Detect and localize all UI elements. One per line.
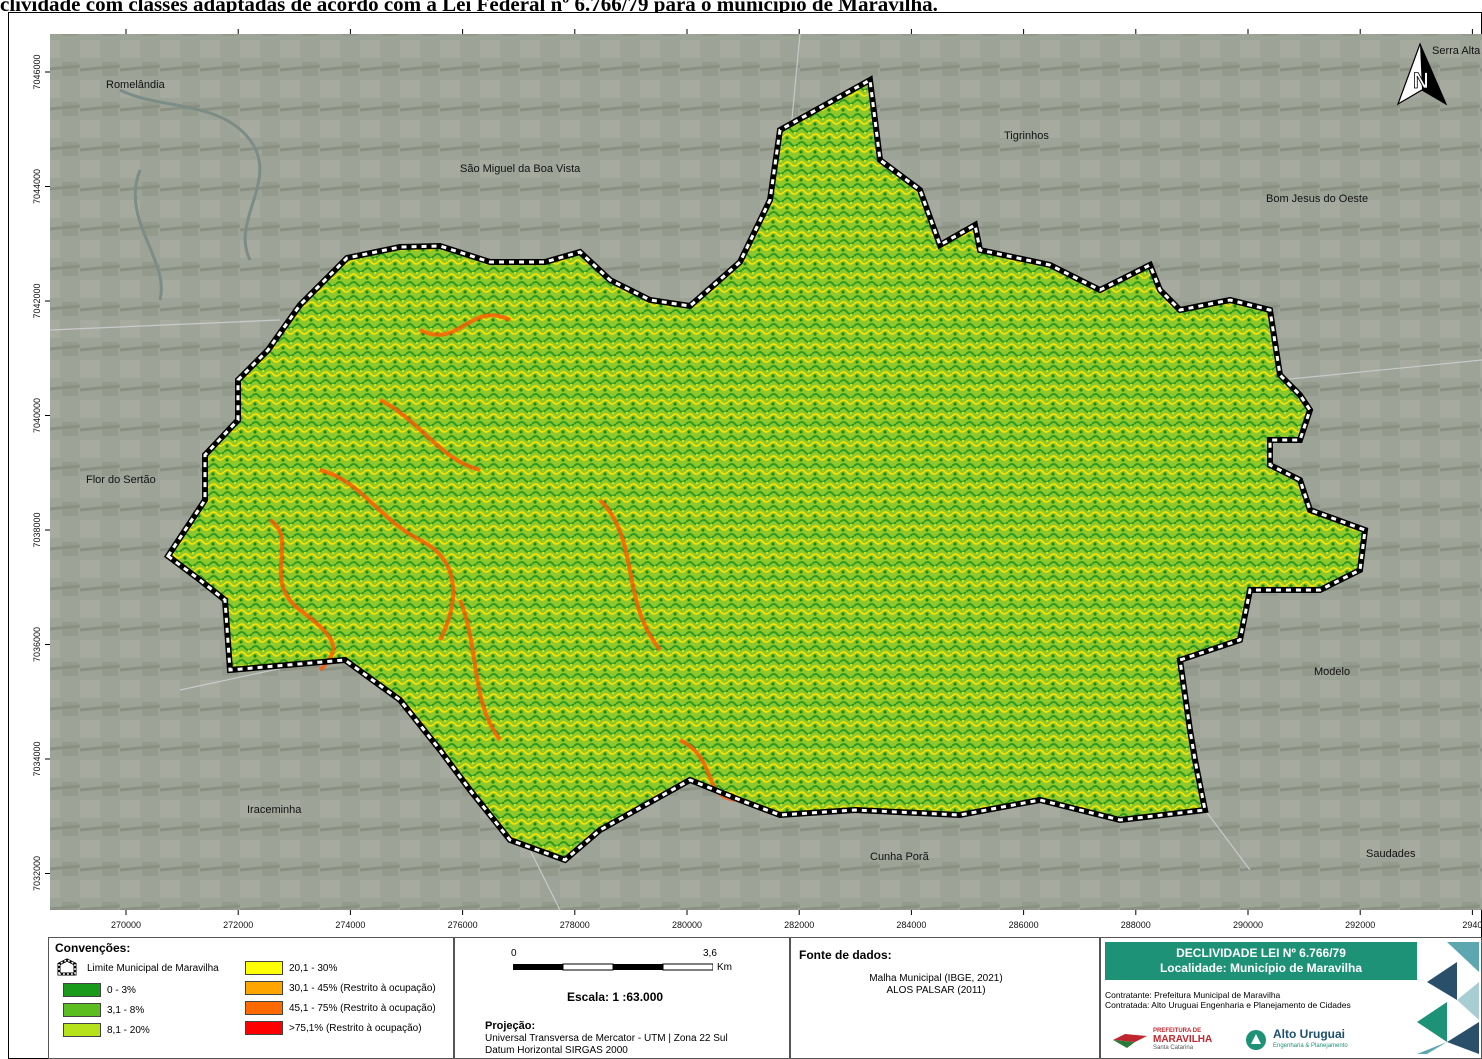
y-tick-label: 7036000 bbox=[32, 627, 42, 662]
x-tick-label: 292000 bbox=[1345, 920, 1375, 930]
datum-line: Datum Horizontal SIRGAS 2000 bbox=[485, 1045, 628, 1056]
x-tick-label: 276000 bbox=[448, 920, 478, 930]
prefeitura-flag-icon bbox=[1113, 1034, 1147, 1048]
y-tick-label: 7046000 bbox=[32, 54, 42, 89]
label-cunha-pora: Cunha Porã bbox=[870, 851, 930, 863]
legend-item: 20,1 - 30% bbox=[245, 961, 337, 975]
legend-swatch bbox=[63, 1023, 101, 1037]
map-title: DECLIVIDADE LEI Nº 6.766/79 bbox=[1176, 946, 1346, 960]
municipal-borders bbox=[49, 33, 1482, 911]
x-tick-label: 290000 bbox=[1233, 920, 1263, 930]
north-arrow-icon: N bbox=[1396, 42, 1448, 106]
y-tick-label: 7032000 bbox=[32, 856, 42, 891]
legend-limit-label: Limite Municipal de Maravilha bbox=[87, 962, 219, 974]
legend-title: Convenções: bbox=[55, 941, 131, 955]
scale-unit: Km bbox=[717, 962, 732, 973]
x-tick-label: 282000 bbox=[784, 920, 814, 930]
steep-slopes bbox=[268, 313, 741, 802]
scale-bar bbox=[513, 963, 713, 971]
label-iraceminha: Iraceminha bbox=[247, 804, 302, 816]
legend-swatch bbox=[245, 961, 283, 975]
x-tick-label: 284000 bbox=[896, 920, 926, 930]
contratante-line: Contratante: Prefeitura Municipal de Mar… bbox=[1105, 990, 1281, 1000]
legend-item: 3,1 - 8% bbox=[63, 1003, 144, 1017]
svg-text:N: N bbox=[1413, 68, 1429, 93]
legend-limit-item: Limite Municipal de Maravilha bbox=[55, 958, 219, 978]
x-tick-label: 286000 bbox=[1009, 920, 1039, 930]
boundary-symbol-icon bbox=[57, 958, 77, 976]
alto-uruguai-icon bbox=[1246, 1030, 1266, 1050]
x-axis-ticks: 270000 272000 274000 276000 278000 280000 2820… bbox=[111, 29, 1482, 930]
x-tick-label: 2940 bbox=[1462, 920, 1482, 930]
legend-label: 8,1 - 20% bbox=[107, 1024, 150, 1036]
projection-title: Projeção: bbox=[485, 1020, 536, 1032]
triangle-pattern-icon bbox=[1417, 942, 1479, 1054]
legend-label: 0 - 3% bbox=[107, 984, 136, 996]
title-block: DECLIVIDADE LEI Nº 6.766/79 Localidade: … bbox=[1100, 937, 1482, 1059]
legend-swatch bbox=[63, 983, 101, 997]
x-tick-label: 278000 bbox=[560, 920, 590, 930]
y-tick-label: 7042000 bbox=[32, 283, 42, 318]
legend-swatch bbox=[245, 1021, 283, 1035]
label-saudades: Saudades bbox=[1366, 848, 1416, 860]
prefeitura-logo-main: MARAVILHA bbox=[1153, 1034, 1213, 1045]
label-modelo: Modelo bbox=[1314, 666, 1350, 678]
legend-panel: Convenções: Limite Municipal de Maravilh… bbox=[48, 937, 454, 1059]
legend-label: 45,1 - 75% (Restrito à ocupação) bbox=[289, 1002, 436, 1014]
sources-title: Fonte de dados: bbox=[799, 948, 892, 962]
contratada-line: Contratada: Alto Uruguai Engenharia e Pl… bbox=[1105, 1000, 1351, 1010]
map-title-box: DECLIVIDADE LEI Nº 6.766/79 Localidade: … bbox=[1105, 942, 1417, 980]
legend-swatch bbox=[245, 1001, 283, 1015]
legend-label: 30,1 - 45% (Restrito à ocupação) bbox=[289, 982, 436, 994]
x-tick-label: 280000 bbox=[672, 920, 702, 930]
label-flor-do-sertao: Flor do Sertão bbox=[86, 474, 156, 486]
x-tick-label: 288000 bbox=[1121, 920, 1151, 930]
scale-max: 3,6 bbox=[703, 948, 717, 959]
label-romelandia: Romelândia bbox=[106, 79, 166, 91]
label-serra-alta: Serra Alta bbox=[1432, 45, 1481, 57]
legend-label: 20,1 - 30% bbox=[289, 962, 338, 974]
river bbox=[119, 88, 262, 301]
legend-item: 8,1 - 20% bbox=[63, 1023, 150, 1037]
legend-swatch bbox=[245, 981, 283, 995]
label-sao-miguel: São Miguel da Boa Vista bbox=[460, 163, 581, 175]
legend-item: >75,1% (Restrito à ocupação) bbox=[245, 1021, 422, 1035]
y-tick-label: 7034000 bbox=[32, 741, 42, 776]
y-tick-label: 7038000 bbox=[32, 512, 42, 547]
scale-zero: 0 bbox=[511, 948, 517, 959]
prefeitura-logo: PREFEITURA DE MARAVILHA Santa Catarina bbox=[1113, 1028, 1212, 1052]
label-bom-jesus: Bom Jesus do Oeste bbox=[1266, 193, 1368, 205]
municipal-boundary-dash bbox=[165, 77, 1367, 862]
scale-text: Escala: 1 :63.000 bbox=[567, 990, 664, 1004]
x-tick-label: 272000 bbox=[223, 920, 253, 930]
y-axis-ticks: 7046000 7044000 7042000 7040000 7038000 70360… bbox=[32, 54, 50, 891]
map-area: Romelândia São Miguel da Boa Vista Tigri… bbox=[49, 33, 1482, 911]
x-tick-label: 274000 bbox=[335, 920, 365, 930]
alto-uruguai-logo: Alto Uruguai Engenharia & Planejamento bbox=[1245, 1028, 1348, 1052]
alto-uruguai-sub: Engenharia & Planejamento bbox=[1273, 1043, 1348, 1049]
source-line: ALOS PALSAR (2011) bbox=[886, 985, 986, 996]
legend-label: 3,1 - 8% bbox=[107, 1004, 145, 1016]
alto-uruguai-main: Alto Uruguai bbox=[1273, 1027, 1345, 1041]
legend-item: 30,1 - 45% (Restrito à ocupação) bbox=[245, 981, 436, 995]
y-tick-label: 7044000 bbox=[32, 169, 42, 204]
sources-panel: Fonte de dados: Malha Municipal (IBGE, 2… bbox=[790, 937, 1100, 1059]
scale-panel: 0 3,6 Km Escala: 1 :63.000 Projeção: Uni… bbox=[454, 937, 790, 1059]
legend-label: >75,1% (Restrito à ocupação) bbox=[289, 1022, 422, 1034]
map-locality: Localidade: Município de Maravilha bbox=[1159, 961, 1363, 975]
legend-swatch bbox=[63, 1003, 101, 1017]
prefeitura-logo-small: PREFEITURA DE bbox=[1153, 1028, 1202, 1034]
legend-item: 45,1 - 75% (Restrito à ocupação) bbox=[245, 1001, 436, 1015]
projection-line: Universal Transversa de Mercator - UTM |… bbox=[485, 1033, 728, 1044]
legend-item: 0 - 3% bbox=[63, 983, 136, 997]
prefeitura-logo-sub: Santa Catarina bbox=[1153, 1045, 1194, 1051]
y-tick-label: 7040000 bbox=[32, 398, 42, 433]
source-line: Malha Municipal (IBGE, 2021) bbox=[869, 973, 1003, 984]
label-tigrinhos: Tigrinhos bbox=[1004, 130, 1049, 142]
x-tick-label: 270000 bbox=[111, 920, 141, 930]
